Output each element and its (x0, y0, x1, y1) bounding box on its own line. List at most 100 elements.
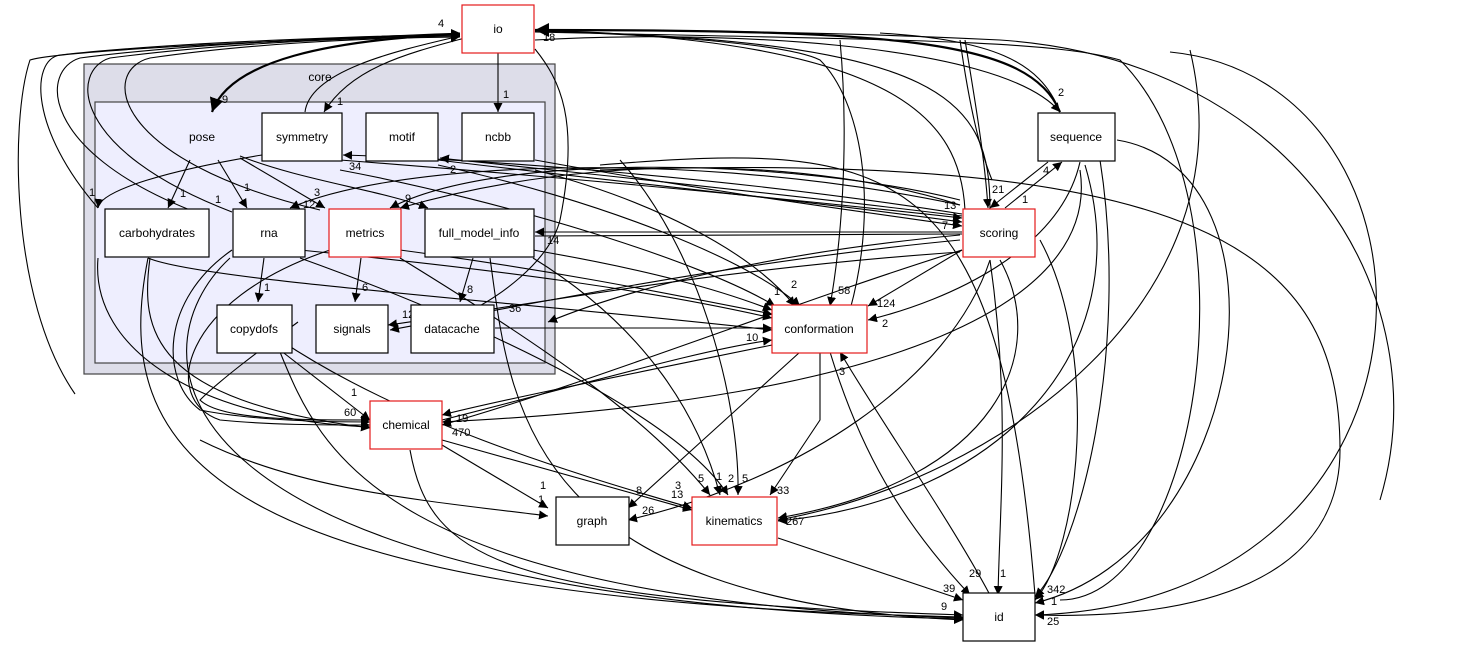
edge-kinematics-io (534, 29, 1395, 501)
cluster-core-label: core (308, 70, 332, 84)
node-io-label: io (493, 22, 503, 36)
node-full-model-info[interactable]: full_model_info (424, 208, 535, 258)
edge-label: 34 (349, 161, 361, 173)
edge-symmetry-carb (94, 154, 263, 209)
node-metrics-label: metrics (346, 226, 385, 240)
edge-ncbb-scoring (534, 159, 963, 230)
node-metrics[interactable]: metrics (328, 208, 402, 258)
edge-scoring-up (959, 39, 993, 181)
edge-seq-id (1034, 159, 1110, 598)
node-conformation-label: conformation (784, 322, 853, 336)
node-signals-label: signals (333, 322, 370, 336)
edge-label: 12 (303, 199, 315, 211)
edge-label: 13 (944, 200, 956, 212)
edge-motif-scoring (437, 159, 963, 226)
node-id[interactable]: id (962, 592, 1036, 642)
edge-io-datacache (449, 48, 569, 321)
edge-seq-scoring (989, 161, 1049, 209)
edge-label: 10 (746, 332, 758, 344)
node-graph-label: graph (577, 514, 608, 528)
edge-label: 470 (452, 427, 470, 439)
edge-label: 1 (244, 182, 250, 194)
node-ncbb[interactable]: ncbb (461, 112, 535, 162)
edge-label: 342 (1047, 584, 1065, 596)
node-sequence[interactable]: sequence (1037, 112, 1116, 162)
node-io[interactable]: io (461, 4, 535, 54)
edge-carb2-io (56, 30, 461, 211)
edge-label: 7 (942, 220, 948, 232)
edge-kin-id (777, 537, 964, 602)
node-scoring[interactable]: scoring (962, 208, 1036, 258)
node-conformation[interactable]: conformation (771, 304, 868, 354)
edge-io-id (1034, 51, 1377, 620)
edge-id-io (534, 31, 1201, 601)
edge-ncbb-conf (534, 169, 796, 307)
edge-scoring-io2 (534, 30, 991, 211)
edge-label: 1 (337, 96, 343, 108)
edge-rna-kin (299, 257, 729, 496)
edge-fmi-id (489, 257, 964, 625)
edge-label: 2 (1058, 87, 1064, 99)
edge-metrics-chem (187, 249, 371, 430)
node-kinematics[interactable]: kinematics (691, 496, 778, 546)
node-motif[interactable]: motif (365, 112, 439, 162)
node-copydofs[interactable]: copydofs (216, 304, 293, 354)
edge-chem-graph (441, 444, 549, 509)
edge-label: 9 (941, 601, 947, 613)
edge-label: 14 (547, 235, 559, 247)
edge-scoring-io (534, 29, 966, 211)
edge-fmi-kin (532, 257, 723, 496)
node-signals[interactable]: signals (315, 304, 389, 354)
edge-label: 21 (992, 184, 1004, 196)
edge-label: 1 (180, 188, 186, 200)
edge-label: 18 (543, 32, 555, 44)
edge-label: 2 (450, 164, 456, 176)
node-scoring-label: scoring (980, 226, 1019, 240)
edge-label: 1 (351, 387, 357, 399)
edge-io-kin (777, 49, 1200, 523)
edge-pose-rna (217, 159, 248, 209)
edge-carb-id (140, 257, 964, 622)
edge-label: 5 (742, 473, 748, 485)
edge-scoring-conf (867, 249, 963, 307)
node-graph[interactable]: graph (555, 496, 630, 546)
edge-label: 4 (438, 18, 444, 30)
edge-label: 1 (215, 194, 221, 206)
edge-seq-id2 (1034, 139, 1230, 606)
edge-label: 9 (405, 193, 411, 205)
edge-sym-conf (339, 169, 776, 307)
node-datacache[interactable]: datacache (410, 304, 495, 354)
edge-label: 1 (503, 89, 509, 101)
edge-label: 1 (1022, 194, 1028, 206)
node-rna[interactable]: rna (232, 208, 306, 258)
edge-label: 2 (791, 279, 797, 291)
edge-io-conf (827, 39, 845, 307)
edge-scoring-chem (441, 249, 963, 427)
edge-label: 124 (877, 298, 895, 310)
edge-label: 1 (1000, 568, 1006, 580)
edge-label: 1 (538, 494, 544, 506)
edge-label: 1 (89, 187, 95, 199)
edge-label: 3 (839, 366, 845, 378)
edge-ncbb-id2 (599, 157, 1036, 596)
edge-scoring-id (989, 259, 1003, 596)
edge-seq-io2 (879, 32, 1061, 113)
node-rna-label: rna (260, 226, 278, 240)
edge-label: 8 (636, 485, 642, 497)
edge-chem-kin (441, 439, 693, 512)
node-chemical-label: chemical (382, 418, 429, 432)
node-motif-label: motif (389, 130, 416, 144)
edge-x-graph (199, 439, 549, 520)
node-chemical[interactable]: chemical (369, 400, 443, 450)
edge-label: 9 (222, 94, 228, 106)
node-copydofs-label: copydofs (230, 322, 278, 336)
edge-rna-copydofs (254, 257, 265, 303)
edge-io-sequence (534, 36, 1061, 113)
edges (17, 23, 1395, 625)
node-symmetry[interactable]: symmetry (261, 112, 343, 162)
edge-label: 33 (777, 485, 789, 497)
edge-label: 60 (344, 407, 356, 419)
edge-label: 1 (540, 480, 546, 492)
node-carbohydrates[interactable]: carbohydrates (104, 208, 210, 258)
